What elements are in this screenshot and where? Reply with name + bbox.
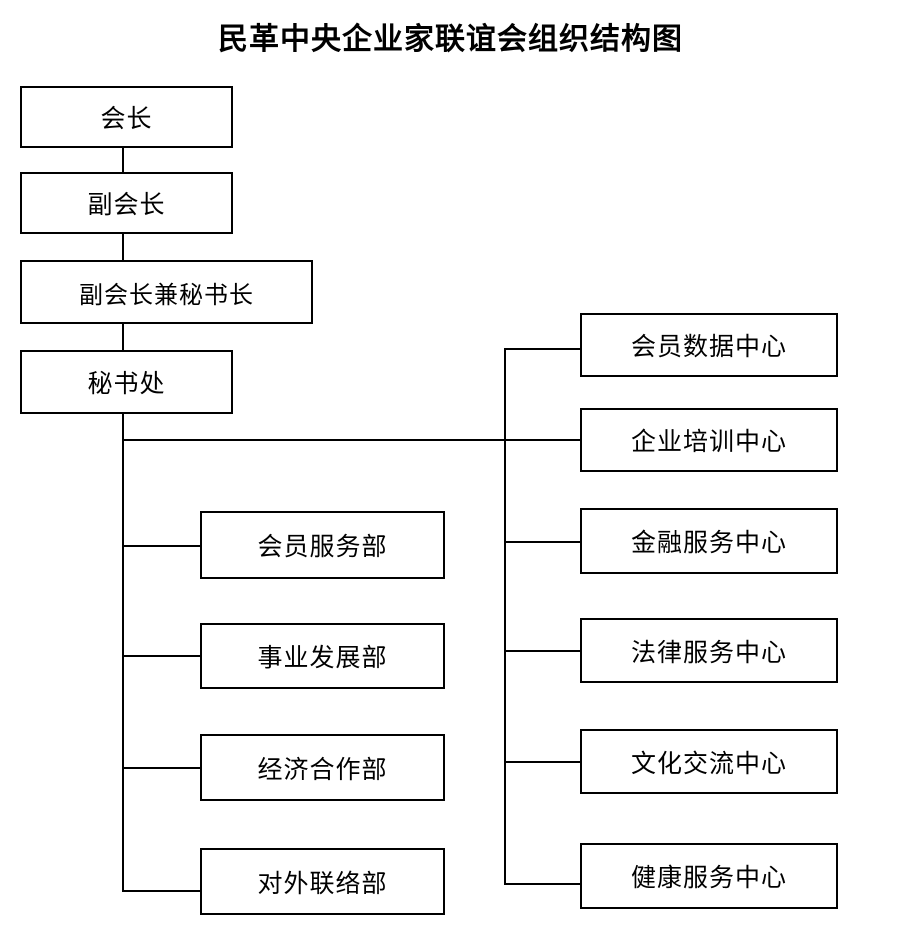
connector-secretariat-trunk [122, 412, 124, 892]
connector-secretary-general-to-secretariat [122, 322, 124, 352]
connector-vice-president-to-secretary-general [122, 232, 124, 262]
node-vice-president[interactable]: 副会长 [20, 172, 233, 234]
node-label-enterprise-training-center: 企业培训中心 [630, 427, 787, 456]
connector-trunk-to-foreign-liaison-dept [122, 890, 202, 892]
node-label-business-development-dept: 事业发展部 [257, 643, 388, 672]
node-label-president: 会长 [100, 104, 153, 133]
node-health-service-center[interactable]: 健康服务中心 [580, 843, 838, 909]
connector-trunk-to-business-development-dept [122, 655, 202, 657]
connector-president-to-vice-president [122, 146, 124, 174]
node-financial-service-center[interactable]: 金融服务中心 [580, 508, 838, 574]
connector-trunk-to-cultural-exchange-center [504, 761, 582, 763]
node-label-vice-president-secretary-general: 副会长兼秘书长 [79, 280, 254, 309]
node-label-cultural-exchange-center: 文化交流中心 [630, 748, 787, 778]
node-label-foreign-liaison-dept: 对外联络部 [257, 868, 388, 898]
node-label-legal-service-center: 法律服务中心 [630, 637, 787, 667]
node-label-financial-service-center: 金融服务中心 [630, 528, 787, 557]
node-label-economic-cooperation-dept: 经济合作部 [257, 754, 388, 784]
node-label-health-service-center: 健康服务中心 [630, 863, 787, 892]
connector-centers-trunk [504, 348, 506, 885]
node-member-service-dept[interactable]: 会员服务部 [200, 511, 445, 579]
node-vice-president-secretary-general[interactable]: 副会长兼秘书长 [20, 260, 313, 324]
connector-trunk-to-member-data-center [504, 348, 582, 350]
node-label-secretariat: 秘书处 [87, 369, 166, 398]
node-label-member-service-dept: 会员服务部 [257, 532, 388, 561]
node-enterprise-training-center[interactable]: 企业培训中心 [580, 408, 838, 472]
connector-trunk-to-legal-service-center [504, 650, 582, 652]
connector-trunk-to-financial-service-center [504, 541, 582, 543]
connector-trunk-to-member-service-dept [122, 545, 202, 547]
node-economic-cooperation-dept[interactable]: 经济合作部 [200, 734, 445, 801]
node-foreign-liaison-dept[interactable]: 对外联络部 [200, 848, 445, 915]
node-business-development-dept[interactable]: 事业发展部 [200, 623, 445, 689]
page-title: 民革中央企业家联谊会组织结构图 [218, 22, 683, 57]
node-legal-service-center[interactable]: 法律服务中心 [580, 618, 838, 683]
node-cultural-exchange-center[interactable]: 文化交流中心 [580, 729, 838, 794]
connector-secretariat-to-centers-bus [122, 439, 582, 441]
node-president[interactable]: 会长 [20, 86, 233, 148]
connector-trunk-to-economic-cooperation-dept [122, 767, 202, 769]
connector-trunk-to-health-service-center [504, 883, 582, 885]
node-label-vice-president: 副会长 [87, 190, 166, 219]
node-secretariat[interactable]: 秘书处 [20, 350, 233, 414]
node-label-member-data-center: 会员数据中心 [630, 332, 787, 361]
node-member-data-center[interactable]: 会员数据中心 [580, 313, 838, 377]
